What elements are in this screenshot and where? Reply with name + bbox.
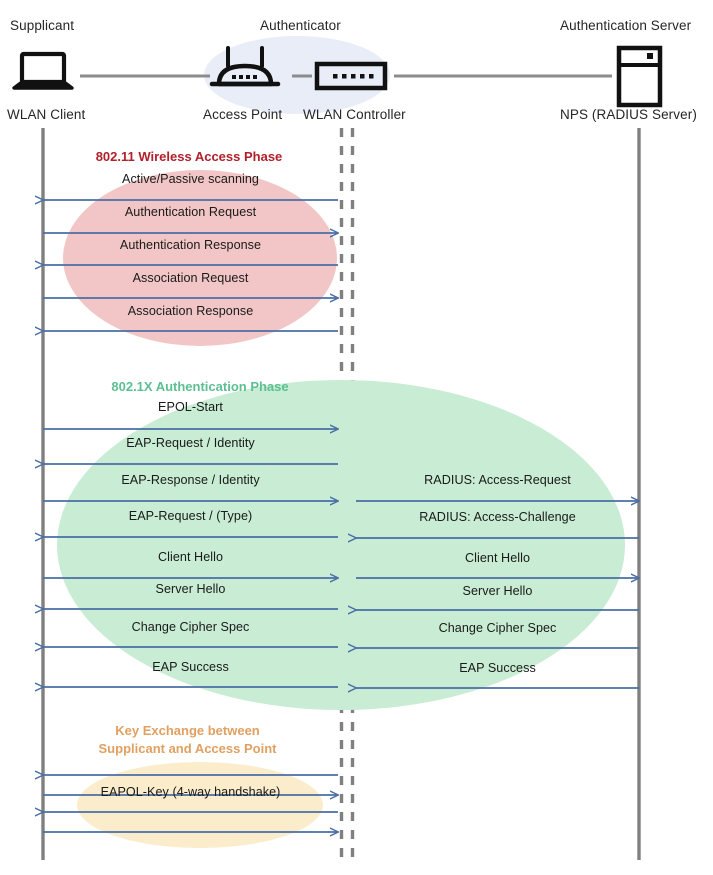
message-label: Client Hello bbox=[158, 550, 223, 564]
phase-label-dot1x: 802.1X Authentication Phase bbox=[111, 379, 289, 394]
message-label: Server Hello bbox=[462, 584, 533, 598]
phase-ellipse-dot1x-authentication bbox=[57, 380, 625, 710]
message-label: Association Request bbox=[132, 271, 249, 285]
message-label: Client Hello bbox=[465, 551, 530, 565]
wlan-controller-icon bbox=[314, 61, 388, 91]
message-label: Change Cipher Spec bbox=[131, 620, 250, 634]
phase-label-key-exchange: Key Exchange between Supplicant and Acce… bbox=[0, 722, 375, 758]
actor-name-wlan-controller: WLAN Controller bbox=[303, 107, 406, 122]
message-label: EAP Success bbox=[152, 660, 229, 674]
message-label: EAP Success bbox=[459, 661, 536, 675]
message-label: RADIUS: Access-Challenge bbox=[419, 510, 576, 524]
phase-label-key-exchange-line1: Key Exchange between bbox=[115, 723, 260, 738]
laptop-icon bbox=[12, 51, 74, 90]
message-label: Change Cipher Spec bbox=[438, 621, 557, 635]
actor-name-nps: NPS (RADIUS Server) bbox=[560, 107, 697, 122]
message-label: EAPOL-Key (4-way handshake) bbox=[100, 785, 281, 799]
message-label: Association Response bbox=[127, 304, 254, 318]
phase-label-wireless-access: 802.11 Wireless Access Phase bbox=[95, 149, 283, 164]
actor-role-supplicant: Supplicant bbox=[10, 18, 75, 33]
message-label: Server Hello bbox=[155, 582, 226, 596]
phase-ellipse-wireless-access bbox=[63, 170, 337, 346]
message-label: RADIUS: Access-Request bbox=[424, 473, 571, 487]
message-label: Authentication Response bbox=[119, 238, 262, 252]
phase-label-key-exchange-line2: Supplicant and Access Point bbox=[98, 741, 277, 756]
message-label: EAP-Request / Identity bbox=[126, 436, 255, 450]
actor-role-authenticator: Authenticator bbox=[260, 18, 341, 33]
message-label: Authentication Request bbox=[124, 205, 257, 219]
message-label: EAP-Response / Identity bbox=[121, 473, 260, 487]
actor-name-wlan-client: WLAN Client bbox=[7, 107, 86, 122]
server-rack-icon bbox=[616, 45, 663, 108]
message-label: Active/Passive scanning bbox=[122, 172, 259, 186]
access-point-icon bbox=[209, 46, 281, 87]
actor-name-access-point: Access Point bbox=[203, 107, 283, 122]
phase-ellipse-key-exchange bbox=[77, 762, 323, 848]
message-label: EAP-Request / (Type) bbox=[128, 509, 253, 523]
message-label: EPOL-Start bbox=[158, 400, 223, 414]
actor-role-auth-server: Authentication Server bbox=[560, 18, 692, 33]
